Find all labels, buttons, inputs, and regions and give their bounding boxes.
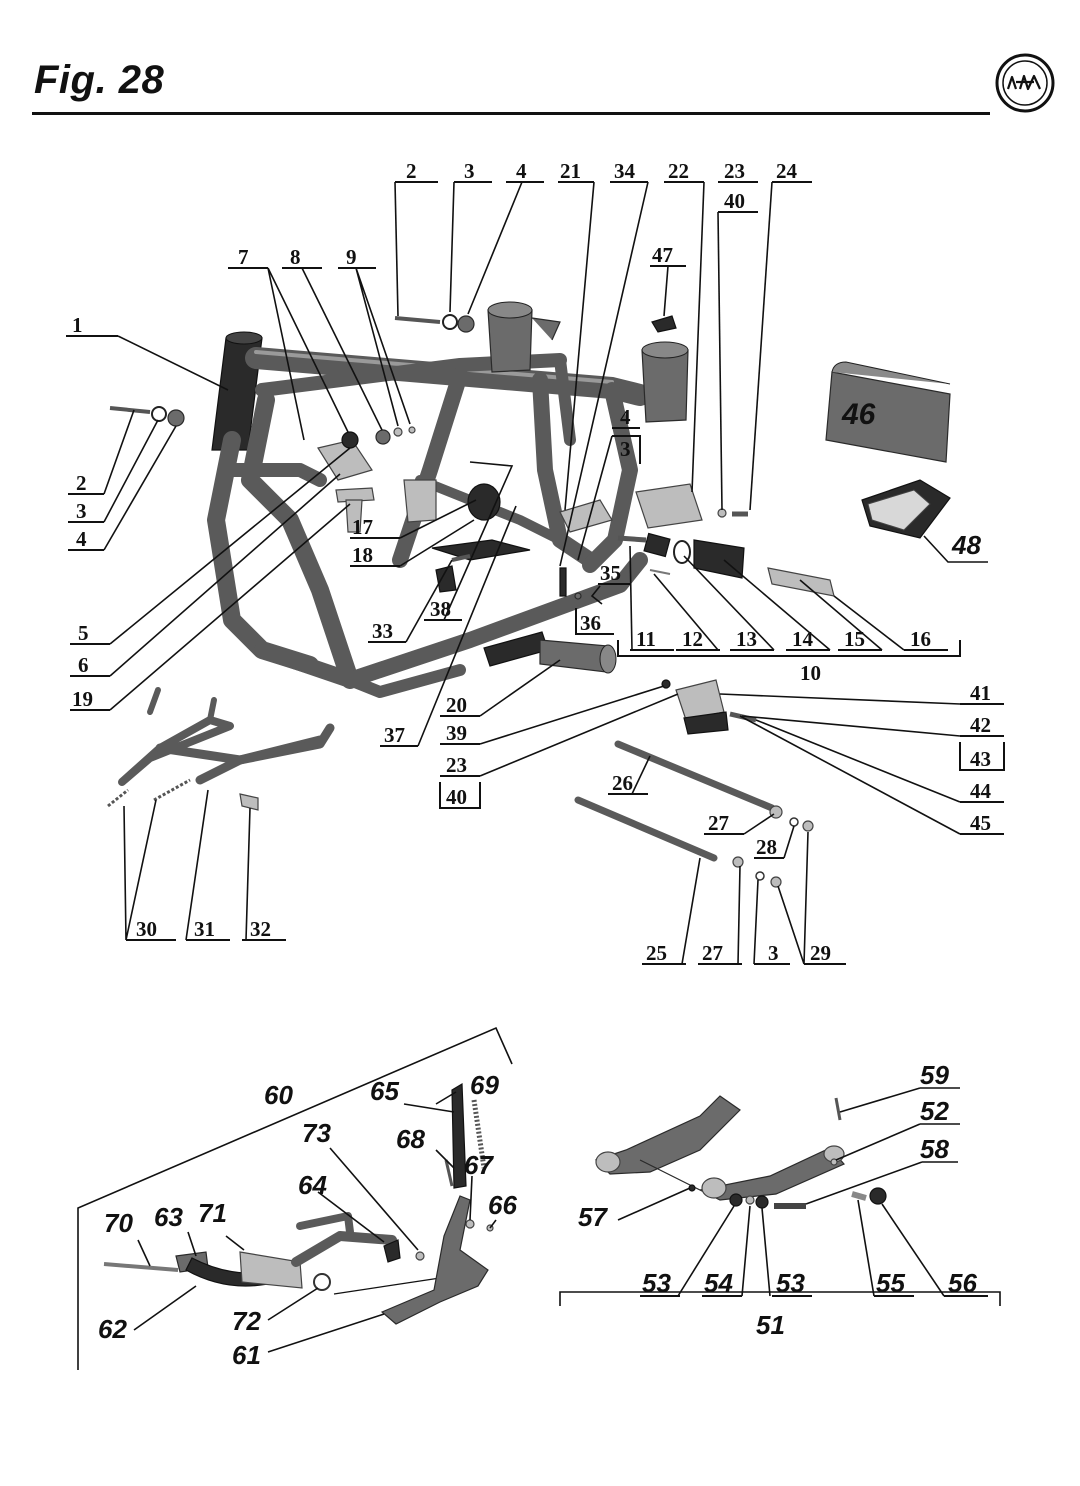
frame-drawing [109,301,748,698]
callout-51: 51 [756,1310,785,1340]
callout-53-right: 53 [776,1268,805,1298]
callout-10: 10 [800,661,821,685]
stand-31-drawing [107,687,335,811]
callout-45: 45 [970,811,991,835]
callout-70: 70 [104,1208,133,1238]
callout-37: 37 [384,723,405,747]
callout-67: 67 [464,1150,494,1180]
callout-48: 48 [951,530,981,560]
callout-19: 19 [72,687,93,711]
callout-17: 17 [352,515,373,539]
footrest-assembly-drawing [617,532,835,597]
callout-7: 7 [238,245,249,269]
callout-23-mid: 23 [446,753,467,777]
callout-28: 28 [756,835,777,859]
kickstart-60-drawing [103,1082,494,1325]
callout-47: 47 [652,243,673,267]
callout-73: 73 [302,1118,331,1148]
callout-3-top: 3 [464,159,475,183]
callout-32: 32 [250,917,271,941]
callout-3-bottom: 3 [768,941,779,965]
cover-46-drawing [825,361,951,463]
callout-2-left: 2 [76,471,87,495]
callout-1: 1 [72,313,83,337]
callout-34: 34 [614,159,636,183]
footrest-20-drawing [483,631,617,674]
callout-43: 43 [970,747,991,771]
callout-20: 20 [446,693,467,717]
callout-26: 26 [612,771,633,795]
callout-64: 64 [298,1170,327,1200]
callout-25: 25 [646,941,667,965]
callout-42: 42 [970,713,991,737]
callout-4-left: 4 [76,527,87,551]
callout-60: 60 [264,1080,293,1110]
callout-5: 5 [78,621,89,645]
figure-title: Fig. 28 [34,58,165,102]
callout-55: 55 [876,1268,905,1298]
axles-drawing [574,740,814,888]
callout-3-left: 3 [76,499,87,523]
callout-71: 71 [198,1198,227,1228]
callout-36: 36 [580,611,601,635]
callout-39: 39 [446,721,467,745]
callout-62: 62 [98,1314,127,1344]
callout-72: 72 [232,1306,261,1336]
callout-69: 69 [470,1070,499,1100]
callout-44: 44 [970,779,992,803]
callout-33: 33 [372,619,393,643]
callout-56: 56 [948,1268,977,1298]
callout-52: 52 [920,1096,949,1126]
callout-24: 24 [776,159,798,183]
callout-27-bottom: 27 [702,941,723,965]
callout-57: 57 [578,1202,608,1232]
callout-29: 29 [810,941,831,965]
callout-16: 16 [910,627,931,651]
callout-30: 30 [136,917,157,941]
callout-21: 21 [560,159,581,183]
callout-63: 63 [154,1202,183,1232]
callout-6: 6 [78,653,89,677]
callout-61: 61 [232,1340,261,1370]
callout-38: 38 [430,597,451,621]
callout-4-top: 4 [516,159,527,183]
callout-2-top: 2 [406,159,417,183]
callout-8: 8 [290,245,301,269]
callout-54: 54 [704,1268,733,1298]
callout-15: 15 [844,627,865,651]
callout-labels: 2 3 4 21 34 22 23 40 24 47 7 8 9 1 2 3 4… [72,159,992,1370]
callout-22: 22 [668,159,689,183]
callout-65: 65 [370,1076,399,1106]
callout-3-mid: 3 [620,437,631,461]
callout-40-top: 40 [724,189,745,213]
callout-4-mid: 4 [620,405,631,429]
callout-41: 41 [970,681,991,705]
callout-18: 18 [352,543,373,567]
callout-66: 66 [488,1190,517,1220]
callout-9: 9 [346,245,357,269]
cover-48-drawing [861,479,951,539]
callout-13: 13 [736,627,757,651]
callout-14: 14 [792,627,814,651]
callout-58: 58 [920,1134,949,1164]
callout-11: 11 [636,627,656,651]
callout-27-top: 27 [708,811,729,835]
swingarm-51-drawing [594,1095,887,1209]
leader-lines [66,181,1005,1370]
izh-logo-icon [995,53,1055,113]
callout-68: 68 [396,1124,425,1154]
callout-31: 31 [194,917,215,941]
bracket-41-drawing [661,679,757,735]
callout-53-left: 53 [642,1268,671,1298]
callout-35: 35 [600,561,621,585]
title-rule [32,112,990,115]
callout-12: 12 [682,627,703,651]
callout-46: 46 [841,398,876,431]
callout-40-mid: 40 [446,785,467,809]
callout-59: 59 [920,1060,949,1090]
callout-23-top: 23 [724,159,745,183]
